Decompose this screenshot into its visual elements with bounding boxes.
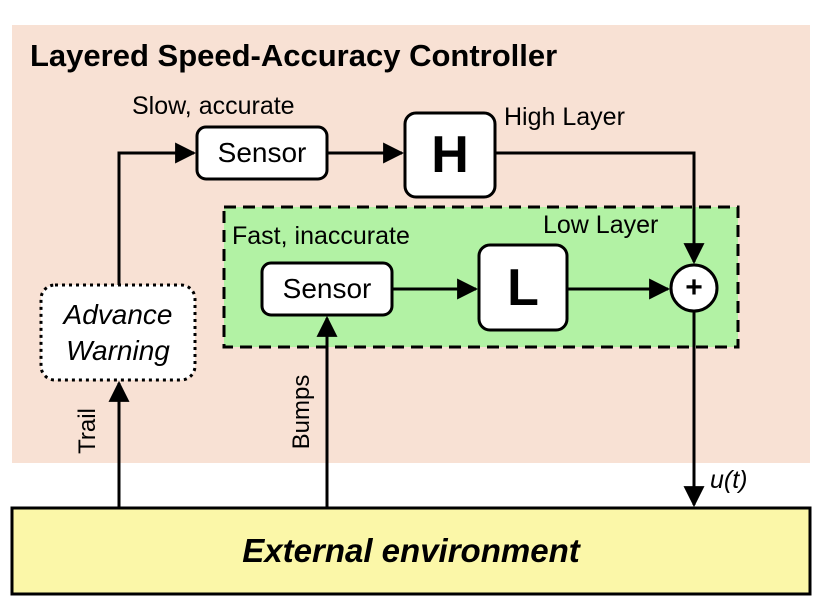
environment-box <box>10 506 812 596</box>
low-layer-label: Low Layer <box>543 211 659 239</box>
h-block-box <box>403 111 497 199</box>
warning-to-sensor-arrow <box>117 142 197 285</box>
sum-symbol: + <box>685 271 703 304</box>
environment-label: External environment <box>242 532 580 569</box>
high-layer-label: High Layer <box>504 103 625 131</box>
l-block-label: L <box>507 258 539 317</box>
low-layer-annotation: Fast, inaccurate <box>232 222 410 250</box>
low-sensor-label: Sensor <box>282 273 372 304</box>
diagram-title: Layered Speed-Accuracy Controller <box>30 38 558 73</box>
h-block-label: H <box>431 126 469 184</box>
high-sensor-label: Sensor <box>217 137 307 168</box>
advance-warning-line1: Advance <box>63 298 173 330</box>
high-layer-annotation: Slow, accurate <box>132 92 295 120</box>
trail-label: Trail <box>74 408 101 454</box>
bumps-label: Bumps <box>288 374 315 450</box>
advance-warning-line2: Warning <box>66 334 170 366</box>
h-to-sum-arrow <box>495 151 705 265</box>
advance-warning-label: Advance Warning <box>41 285 195 380</box>
output-label: u(t) <box>710 466 748 494</box>
